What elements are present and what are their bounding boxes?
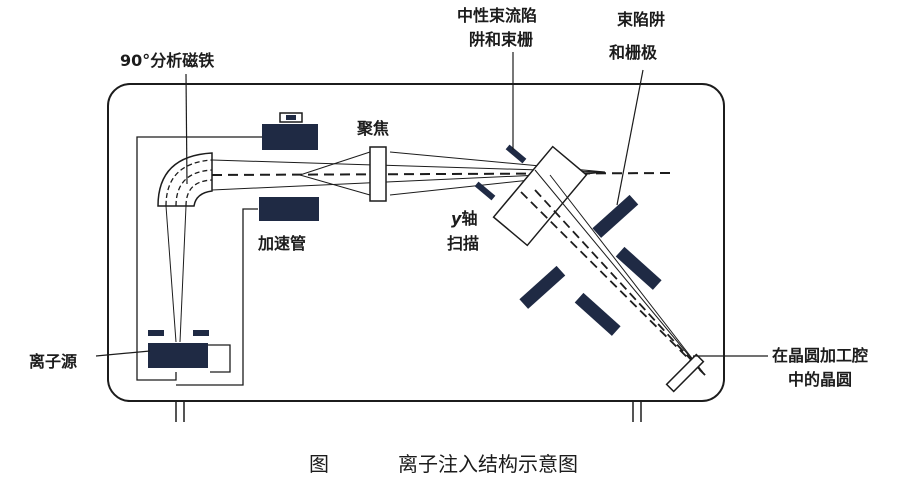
y-scan-label-line1: y轴 xyxy=(451,209,477,228)
y-axis-italic: y xyxy=(451,209,462,228)
focus-lens xyxy=(369,146,387,202)
accelerator-tube xyxy=(259,197,319,221)
deflected-beam xyxy=(520,169,706,376)
focus-beam xyxy=(211,151,673,196)
focus-label: 聚焦 xyxy=(356,119,389,138)
analyzing-magnet xyxy=(157,152,213,207)
magnet-label: 90°分析磁铁 xyxy=(120,51,214,70)
caption-prefix: 图 xyxy=(309,452,329,476)
accelerator-label: 加速管 xyxy=(257,234,306,253)
ion-source xyxy=(148,330,209,368)
beam-trap-label-line1: 束陷阱 xyxy=(617,10,665,29)
ion-source-label: 离子源 xyxy=(29,352,77,371)
leader-lines xyxy=(95,52,768,357)
upper-component xyxy=(262,112,318,150)
neutral-trap-label-line2: 阱和束栅 xyxy=(469,30,533,49)
neutral-trap-label-line1: 中性束流陷 xyxy=(457,6,537,25)
source-beam xyxy=(165,205,187,343)
wafer-label-line2: 中的晶圆 xyxy=(788,370,852,389)
neutral-beam-trap xyxy=(474,144,527,201)
wafer xyxy=(665,353,705,393)
y-axis-rest: 轴 xyxy=(461,209,477,228)
chamber-outline xyxy=(107,83,725,402)
wafer-label-line1: 在晶圆加工腔 xyxy=(772,346,868,365)
wiring xyxy=(136,136,262,386)
caption-title: 离子注入结构示意图 xyxy=(398,452,578,476)
y-scan-label-line2: 扫描 xyxy=(447,234,479,253)
beam-trap-label-line2: 和栅极 xyxy=(609,43,658,62)
bottom-pipes xyxy=(175,401,642,422)
beam-trap-plates xyxy=(519,194,662,336)
